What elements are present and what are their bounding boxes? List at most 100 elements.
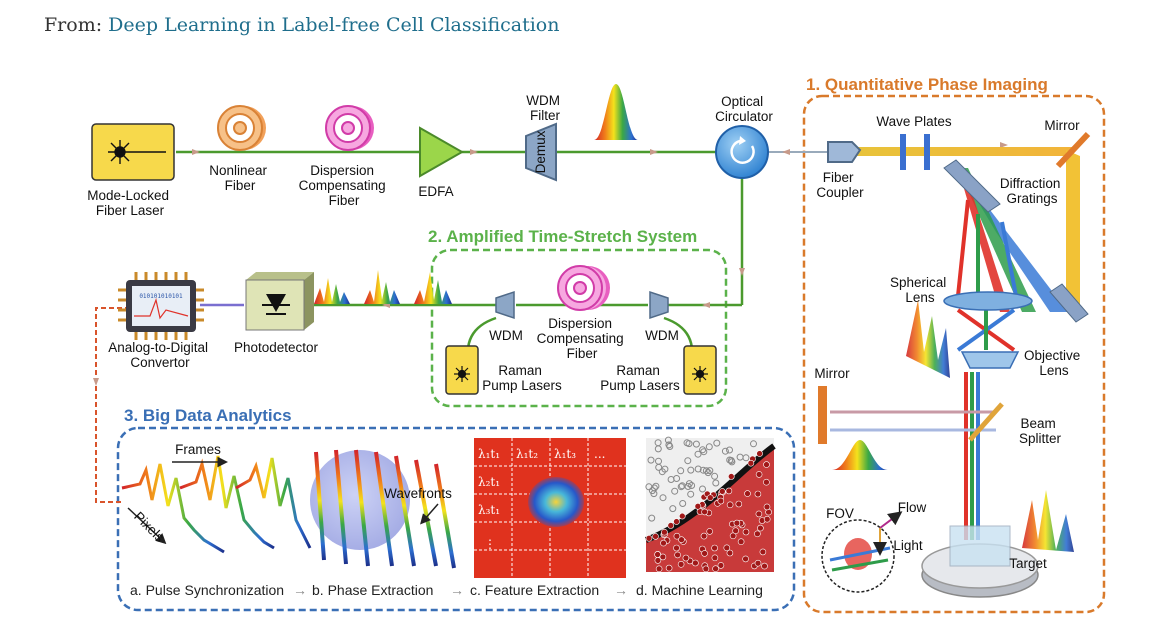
cell-dot (704, 469, 712, 477)
fiber-coupler-icon (827, 141, 862, 163)
gratings-label: Diffraction Gratings (1000, 176, 1064, 206)
cell-dot (761, 562, 768, 570)
cell-dot (667, 476, 675, 483)
cell-dot (712, 479, 720, 487)
cell-dot (652, 533, 659, 540)
cell-dot (723, 544, 731, 552)
cell-dot (700, 448, 708, 456)
cell-dot (694, 465, 702, 473)
cell-dot (673, 544, 680, 552)
bda-frame (116, 426, 796, 612)
flow-arrow-icon (879, 511, 903, 529)
cell-dot (685, 440, 693, 448)
article-link[interactable]: Deep Learning in Label-free Cell Classif… (108, 14, 560, 36)
cell-dot (654, 445, 662, 453)
cell-dot (659, 494, 667, 502)
raman-left-starburst-icon (454, 366, 470, 382)
pixels-arrow-icon (127, 507, 167, 545)
cell-dot (750, 440, 757, 448)
cell-dot (706, 494, 714, 502)
cell-dot (744, 490, 751, 497)
raman-right-label: Raman Pump Lasers (600, 363, 680, 393)
cell-dot (759, 548, 767, 556)
fov-label: FOV (826, 506, 854, 521)
cell-dot (706, 467, 714, 475)
cell-dot (677, 467, 685, 475)
circulator-arrowhead-icon (739, 136, 746, 145)
cell-dot (687, 490, 695, 498)
laser-starburst-icon (108, 140, 166, 164)
cell-dot (701, 508, 708, 516)
cell-dot (754, 530, 761, 538)
beam-splitter-label: Beam Splitter (1019, 416, 1062, 446)
cell-dot (726, 456, 734, 464)
cell-dot (742, 555, 749, 563)
qpi-frame (802, 94, 1106, 614)
step-captions: a. Pulse Synchronization → b. Phase Extr… (130, 582, 763, 598)
edfa-amplifier-icon (419, 126, 465, 178)
circulator-label: Optical Circulator (715, 94, 773, 124)
cell-dot (684, 457, 692, 465)
cell-dot (763, 503, 771, 511)
cell-dot (678, 536, 685, 544)
cell-dot (677, 483, 685, 491)
target-label: Target (1009, 556, 1047, 571)
ats-frame (430, 248, 728, 408)
cell-dot (665, 564, 673, 572)
cell-dot (702, 467, 710, 475)
cell-dot (671, 487, 679, 495)
wavefronts-arrow-icon (420, 503, 439, 525)
cell-dot (733, 519, 741, 527)
machine-learning-panel (644, 436, 776, 573)
wdm-left-icon (495, 290, 515, 320)
flow-arrows (93, 142, 1008, 386)
cell-dot (685, 480, 693, 488)
cell-dot (694, 450, 702, 458)
cell-dot (763, 515, 771, 523)
qpi-title: 1. Quantitative Phase Imaging (806, 75, 1048, 94)
cell-dot (667, 522, 675, 529)
grid-row2: λ₂t₁ (478, 475, 500, 489)
cell-dot (726, 549, 734, 557)
cell-dot (754, 490, 762, 498)
cell-dot (711, 554, 719, 562)
cell-dot (645, 534, 653, 542)
laser-label: Mode-Locked Fiber Laser (87, 188, 173, 218)
cell-dot (755, 471, 763, 478)
dcf-mid-spool-icon (557, 265, 610, 311)
cell-dot (678, 482, 686, 490)
figure-source: From: Deep Learning in Label-free Cell C… (44, 14, 560, 36)
mirror-left-label: Mirror (814, 366, 850, 381)
beam-splitter (968, 402, 1004, 442)
objective-lens-label: Objective Lens (1024, 348, 1084, 378)
cell-dot (674, 551, 681, 559)
microfluidic-channel (949, 525, 1011, 567)
diode-icon (266, 294, 286, 312)
photodetector-label: Photodetector (234, 340, 319, 355)
cell-dot (757, 524, 764, 532)
adc-to-analytics (95, 307, 130, 503)
cell-dot (654, 551, 661, 558)
wave-plate-2 (924, 134, 930, 170)
feature-grid-panel (474, 438, 626, 578)
cell-dot (673, 518, 680, 525)
raman-right-starburst-icon (692, 366, 708, 382)
cell-dot (728, 458, 736, 466)
cell-dot (737, 538, 745, 546)
cell-dot (727, 473, 735, 480)
dcf-top-label: Dispersion Compensating Fiber (299, 163, 390, 208)
cell-dot (655, 565, 663, 573)
cell-dot (679, 500, 687, 507)
adc-chip-icon (118, 272, 204, 340)
mirror-top-label: Mirror (1044, 118, 1080, 133)
cell-dot (702, 565, 710, 573)
spectrum-pulse-icon (594, 84, 638, 140)
cell-dot (692, 559, 699, 567)
wave-plates-label: Wave Plates (876, 114, 952, 129)
wdm-right-icon (649, 290, 669, 320)
cell-dot (655, 463, 663, 471)
edfa-label: EDFA (418, 184, 453, 199)
cell-dot (717, 562, 725, 569)
cell-dot (711, 472, 719, 480)
